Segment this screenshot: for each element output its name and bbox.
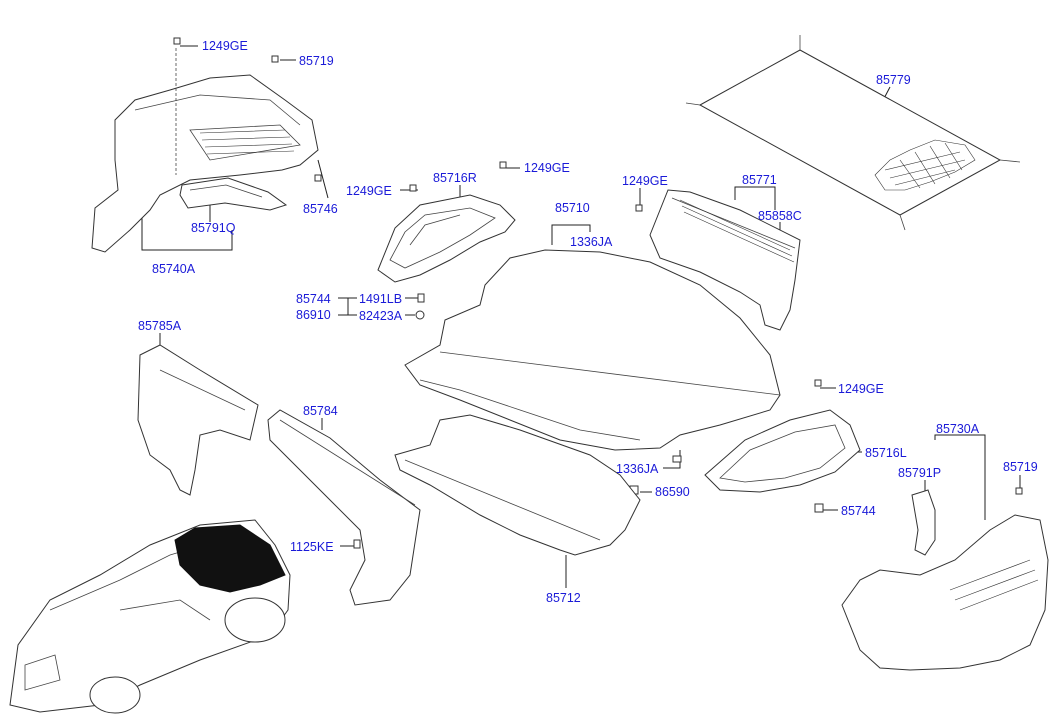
label-86590[interactable]: 86590 — [655, 485, 690, 499]
label-85712[interactable]: 85712 — [546, 591, 581, 605]
label-85791p[interactable]: 85791P — [898, 466, 941, 480]
label-85710[interactable]: 85710 — [555, 201, 590, 215]
label-85858c[interactable]: 85858C — [758, 209, 802, 223]
label-85779[interactable]: 85779 — [876, 73, 911, 87]
label-1249ge[interactable]: 1249GE — [346, 184, 392, 198]
part-85791p-panel[interactable] — [911, 489, 936, 556]
car-illustration — [9, 519, 291, 714]
highlighted-trunk-area — [174, 524, 286, 593]
label-1491lb[interactable]: 1491LB — [359, 292, 402, 306]
part-85779-cargo-net[interactable] — [685, 35, 1021, 231]
label-85719[interactable]: 85719 — [1003, 460, 1038, 474]
part-labels: 1249GE 85719 85746 85791Q 85740A 1249GE … — [138, 39, 1038, 605]
part-85791q-panel[interactable] — [179, 177, 288, 211]
label-85784[interactable]: 85784 — [303, 404, 338, 418]
label-1249ge[interactable]: 1249GE — [202, 39, 248, 53]
part-85710-trunk-floor[interactable] — [404, 249, 781, 451]
part-85716l-bracket[interactable] — [704, 409, 861, 493]
bolt-icon — [173, 37, 1023, 549]
part-85784-side-trim[interactable] — [267, 409, 421, 606]
label-1336ja[interactable]: 1336JA — [616, 462, 659, 476]
label-1249ge[interactable]: 1249GE — [622, 174, 668, 188]
label-82423a[interactable]: 82423A — [359, 309, 403, 323]
label-85730a[interactable]: 85730A — [936, 422, 980, 436]
label-86910[interactable]: 86910 — [296, 308, 331, 322]
label-85716l[interactable]: 85716L — [865, 446, 907, 460]
label-85744[interactable]: 85744 — [841, 504, 876, 518]
net-mesh-icon — [874, 139, 976, 191]
label-85785a[interactable]: 85785A — [138, 319, 182, 333]
parts — [9, 35, 1049, 714]
label-85716r[interactable]: 85716R — [433, 171, 477, 185]
label-1125ke[interactable]: 1125KE — [290, 540, 334, 554]
label-85771[interactable]: 85771 — [742, 173, 777, 187]
label-1249ge[interactable]: 1249GE — [524, 161, 570, 175]
part-85730a-right-trim[interactable] — [841, 514, 1049, 671]
label-1336ja[interactable]: 1336JA — [570, 235, 613, 249]
part-85716r-bracket[interactable] — [377, 194, 516, 283]
part-85740a-left-trim[interactable] — [91, 48, 319, 253]
label-85744[interactable]: 85744 — [296, 292, 331, 306]
label-1249ge[interactable]: 1249GE — [838, 382, 884, 396]
label-85791q[interactable]: 85791Q — [191, 221, 236, 235]
label-85719[interactable]: 85719 — [299, 54, 334, 68]
part-85712-floor-cover[interactable] — [394, 414, 641, 556]
label-85746[interactable]: 85746 — [303, 202, 338, 216]
part-85785a-side-panel[interactable] — [137, 344, 259, 496]
label-85740a[interactable]: 85740A — [152, 262, 196, 276]
part-85771-rear-trim[interactable] — [649, 189, 801, 331]
